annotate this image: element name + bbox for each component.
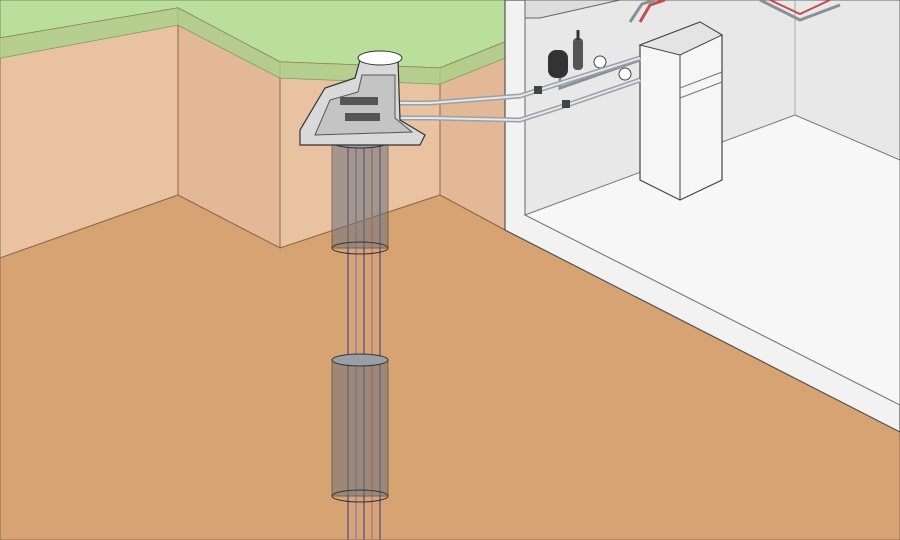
borehole-probe-icon	[331, 130, 389, 540]
probe-spacer-lower	[331, 353, 389, 503]
probe-spacer-upper	[331, 135, 389, 255]
building-cutaway	[504, 0, 900, 433]
heat-pump-icon	[638, 21, 724, 201]
expansion-vessel-icon	[548, 30, 583, 78]
manhole-icon	[299, 50, 426, 146]
connection-pipes	[360, 55, 641, 123]
